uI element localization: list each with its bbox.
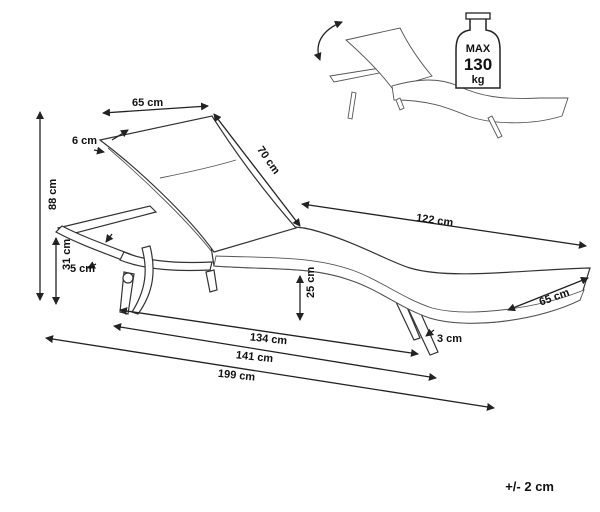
tolerance-note: +/- 2 cm (505, 479, 554, 494)
inset-leg-front (487, 115, 503, 139)
dim-back-width (102, 102, 209, 117)
lounger-main (55, 115, 591, 356)
dim-length-199 (45, 335, 495, 411)
label-length-134: 134 cm (249, 331, 288, 347)
label-frame-height: 31 cm (61, 239, 73, 270)
wheel (122, 272, 134, 284)
rotate-arrow-icon (313, 20, 343, 61)
max-label: MAX (466, 43, 491, 55)
label-seat-height: 25 cm (305, 267, 317, 298)
middle-leg (205, 269, 218, 293)
dim-arm-thickness-2 (93, 146, 105, 155)
label-frame-thickness: 5 cm (70, 263, 95, 275)
max-unit: kg (472, 74, 485, 86)
label-length-141: 141 cm (235, 349, 274, 365)
frame-lower (119, 251, 213, 272)
label-seat-length: 122 cm (415, 212, 454, 229)
dim-seat-length (301, 201, 587, 249)
label-length-199: 199 cm (217, 368, 256, 384)
inset-frame (329, 67, 385, 83)
dim-frame-thickness-2 (105, 233, 114, 243)
dim-seat-width (507, 276, 589, 312)
label-total-height: 88 cm (47, 179, 59, 210)
dim-length-134 (119, 307, 419, 357)
max-value: 130 (464, 55, 492, 74)
dim-arm-thickness (111, 129, 129, 141)
lounger-inset (329, 27, 569, 139)
back-cushion (98, 115, 298, 253)
inset-leg-back (347, 91, 357, 120)
inset-seat-cushion (391, 79, 569, 124)
label-back-width: 65 cm (132, 97, 163, 109)
label-arm-thickness: 6 cm (72, 135, 97, 147)
inset-back-cushion (345, 27, 433, 89)
back-cushion-seam-2 (107, 147, 213, 253)
weight-icon: MAX 130 kg (455, 12, 501, 89)
dim-back-length (213, 113, 301, 227)
inset-leg-mid (395, 97, 405, 111)
label-leg-thickness: 3 cm (437, 333, 462, 345)
dim-frame-thickness (87, 261, 97, 269)
